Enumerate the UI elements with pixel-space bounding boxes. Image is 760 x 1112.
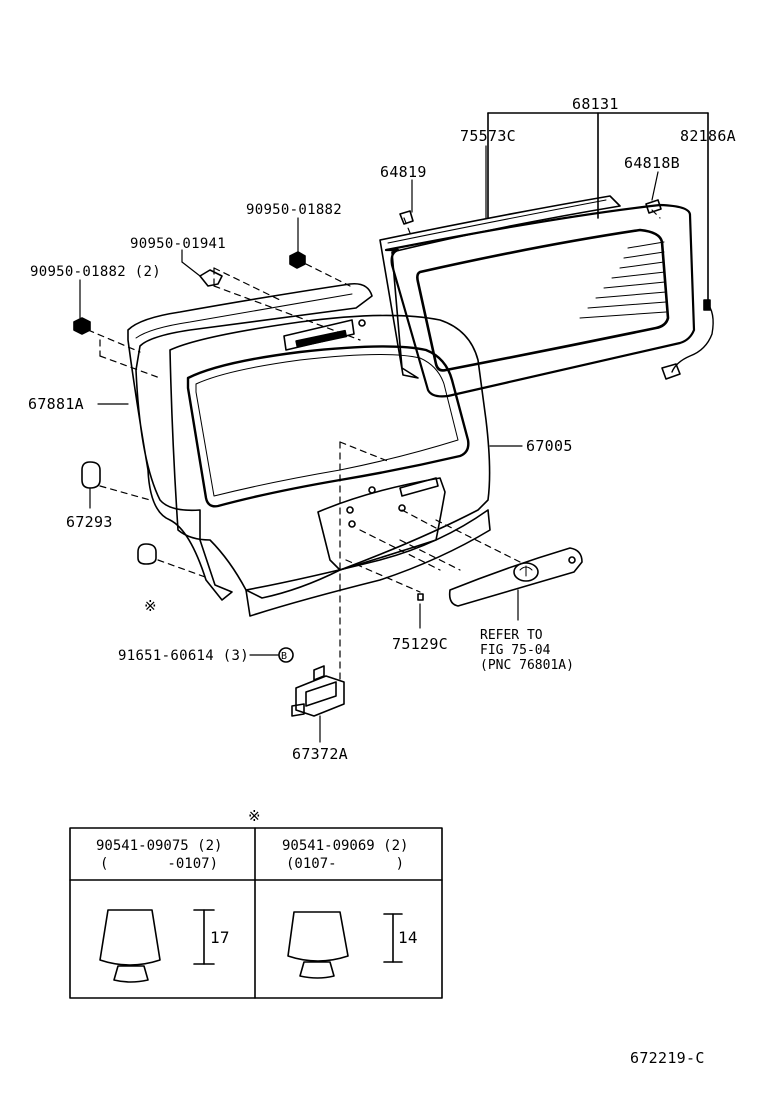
reference-note-line3: (PNC 76801A) (480, 658, 574, 673)
label-75573c: 75573C (460, 127, 516, 145)
table-col2-dimension: 14 (398, 928, 418, 947)
label-90950-01941: 90950-01941 (130, 236, 227, 252)
label-note-mark: ※ (144, 597, 157, 615)
label-75129c: 75129C (392, 635, 448, 653)
table-col1-part: 90541-09075 (2) (96, 838, 223, 854)
svg-text:B: B (281, 651, 287, 662)
label-64818b: 64818B (624, 154, 680, 172)
variant-table (69, 827, 443, 999)
label-67005: 67005 (526, 437, 573, 455)
dashed-guides (87, 209, 661, 681)
label-67372a: 67372A (292, 745, 348, 763)
label-91651-60614: 91651-60614 (3) (118, 648, 249, 664)
reference-note: REFER TO FIG 75-04 (PNC 76801A) (480, 628, 574, 673)
reference-note-line2: FIG 75-04 (480, 643, 551, 658)
weatherstrip (127, 282, 373, 601)
label-67881a: 67881A (28, 395, 84, 413)
table-col1-dimension: 17 (210, 928, 230, 947)
label-82186a: 82186A (680, 127, 736, 145)
bracket-68131 (487, 112, 709, 306)
table-col2-part: 90541-09069 (2) (282, 838, 409, 854)
back-door-panel (169, 314, 491, 617)
figure-code: 672219-C (630, 1049, 705, 1067)
label-67293: 67293 (66, 513, 113, 531)
back-glass (379, 195, 714, 398)
table-col1-range: ( -0107) (100, 856, 219, 872)
label-68131: 68131 (572, 95, 619, 113)
fasteners: B (73, 251, 424, 663)
label-90950-01882-top: 90950-01882 (246, 202, 343, 218)
label-90950-01882-2: 90950-01882 (2) (30, 264, 161, 280)
back-door-garnish (448, 547, 583, 607)
table-col2-range: (0107- ) (286, 856, 405, 872)
leader-lines (79, 145, 659, 743)
label-64819: 64819 (380, 163, 427, 181)
table-note-mark: ※ (248, 807, 261, 825)
reference-note-line1: REFER TO (480, 628, 543, 643)
back-door-lock (291, 665, 345, 717)
